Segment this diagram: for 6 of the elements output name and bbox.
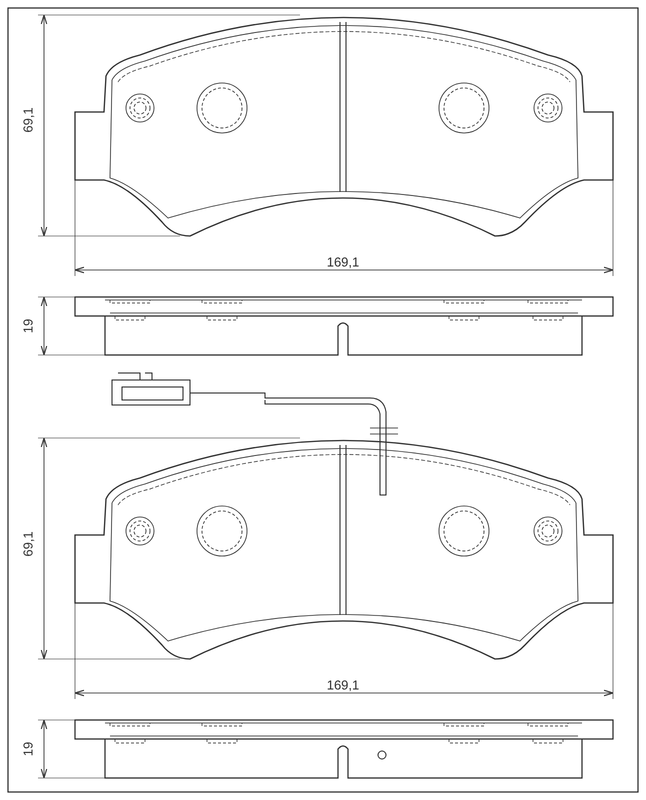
dimension-label: 19 — [22, 742, 34, 756]
dimension-label: 69,1 — [22, 531, 34, 557]
dimension-label: 169,1 — [326, 678, 360, 692]
dimension-label: 19 — [22, 318, 34, 334]
dimension-label: 69,1 — [22, 107, 34, 133]
dimension-label: 169,1 — [326, 256, 360, 268]
